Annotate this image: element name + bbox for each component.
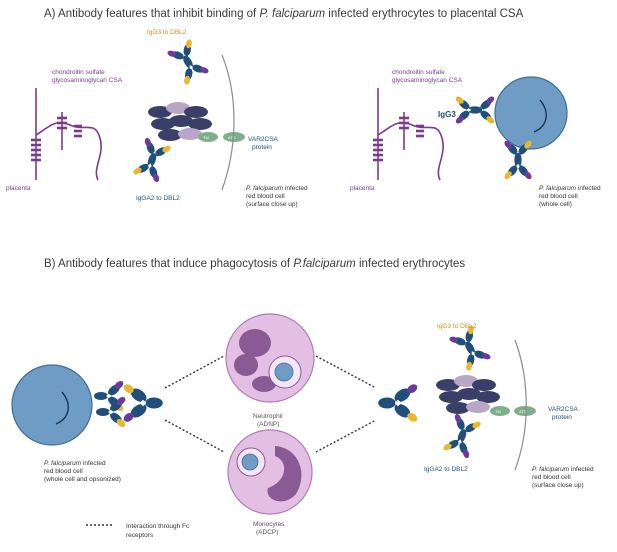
- tm-domain: [198, 132, 218, 142]
- var2csa-domains-b: [436, 375, 500, 414]
- igg3-antibody-b-icon: [447, 323, 494, 374]
- panel-a-left: chondroitin sulfate glycosaminoglycan CS…: [6, 29, 308, 208]
- monocyte-phagocytosed-rbc: [241, 453, 259, 471]
- rbc-label-right-2: red blood cell: [539, 193, 578, 200]
- csa-label-right-2: glycosaminoglycan CSA: [392, 77, 463, 84]
- var2csa-label: VAR2CSA: [248, 136, 279, 143]
- rbc-opsonized-mark: [55, 391, 69, 425]
- neutrophil-sub: (ADNP): [257, 421, 279, 428]
- monocyte-label: Monocytes: [253, 521, 285, 528]
- ats-domain: [223, 132, 245, 142]
- panel-b-title: B) Antibody features that induce phagocy…: [44, 258, 465, 270]
- opsonizing-antibody-icon: [94, 379, 127, 429]
- rbc-label-b: P. falciparum infected: [532, 466, 594, 473]
- rbc-opsonized-label-2: red blood cell: [44, 468, 83, 475]
- ats-label-b: ATS: [519, 409, 527, 414]
- panel-b: P. falciparum infected red blood cell (w…: [11, 313, 594, 539]
- rbc-label: P. falciparum infected: [246, 185, 308, 192]
- iga2-label-b: IgGA2 to DBL2: [424, 466, 468, 473]
- rbc-label-right-3: (whole cell): [539, 201, 572, 208]
- iga2-antibody-icon: [131, 136, 173, 185]
- igg3-antibody-right-icon: [454, 95, 495, 125]
- csa-label-2: glycosaminoglycan CSA: [52, 77, 123, 84]
- igg3-antibody-icon: [165, 37, 212, 88]
- placenta-label: placenta: [6, 185, 31, 192]
- monocyte-sub: (ADCP): [256, 529, 278, 536]
- rbc-label-b-3: (surface close up): [532, 482, 584, 489]
- placenta-label-right: placenta: [350, 185, 375, 192]
- phagocytosed-rbc: [274, 362, 294, 382]
- rbc-opsonized-label: P. falciparum infected: [44, 460, 106, 467]
- var2csa-label-b-2: protein: [552, 414, 572, 421]
- csa-chain-icon: [31, 88, 102, 181]
- iga2-label: IgGA2 to DBL2: [136, 195, 180, 202]
- ats-label: ATS: [228, 135, 236, 140]
- ats-domain-b: [514, 406, 536, 416]
- var2csa-label-b: VAR2CSA: [548, 406, 579, 413]
- tm-domain-b: [490, 406, 510, 416]
- panel-a-title: A) Antibody features that inhibit bindin…: [44, 8, 524, 20]
- rbc-opsonized: [11, 364, 93, 446]
- neutrophil-nucleus-icon: [234, 329, 276, 392]
- rbc-label-right: P. falciparum infected: [539, 185, 601, 192]
- rbc-membrane-b: [514, 339, 527, 471]
- fc-interaction-lines: [164, 355, 377, 453]
- legend-label: Interaction through Fc: [126, 523, 190, 530]
- rbc-opsonized-label-3: (whole cell and opsonized): [44, 476, 121, 483]
- tm-label-b: TM: [495, 409, 501, 414]
- rbc-label-3: (surface close up): [246, 201, 298, 208]
- legend-label-2: receptors: [126, 532, 154, 539]
- rbc-label-b-2: red blood cell: [532, 474, 571, 481]
- csa-label: chondroitin sulfate: [52, 69, 105, 76]
- var2csa-domains: [148, 102, 212, 141]
- tm-label: TM: [203, 135, 209, 140]
- panel-a-right: chondroitin sulfate glycosaminoglycan CS…: [350, 69, 601, 208]
- rbc-label-2: red blood cell: [246, 193, 285, 200]
- monocyte-nucleus-icon: [267, 446, 302, 502]
- igg3-label: IgG3 to DBL2: [147, 29, 187, 36]
- rbc-whole-cell: [494, 76, 568, 150]
- rbc-parasite-mark: [533, 99, 547, 133]
- fc-antibody-right-icon: [378, 382, 420, 424]
- csa-chain-icon-right: [373, 88, 444, 181]
- csa-label-right: chondroitin sulfate: [392, 69, 445, 76]
- rbc-membrane: [221, 54, 235, 191]
- igg3-label-b: IgG3 to DBL2: [437, 323, 477, 330]
- neutrophil-label: Neutrophil: [253, 413, 283, 420]
- var2csa-label-2: protein: [252, 144, 272, 151]
- iga2-antibody-b-icon: [441, 412, 483, 461]
- igg3-label-right: IgG3: [438, 110, 456, 119]
- fc-antibody-left-icon: [121, 382, 163, 424]
